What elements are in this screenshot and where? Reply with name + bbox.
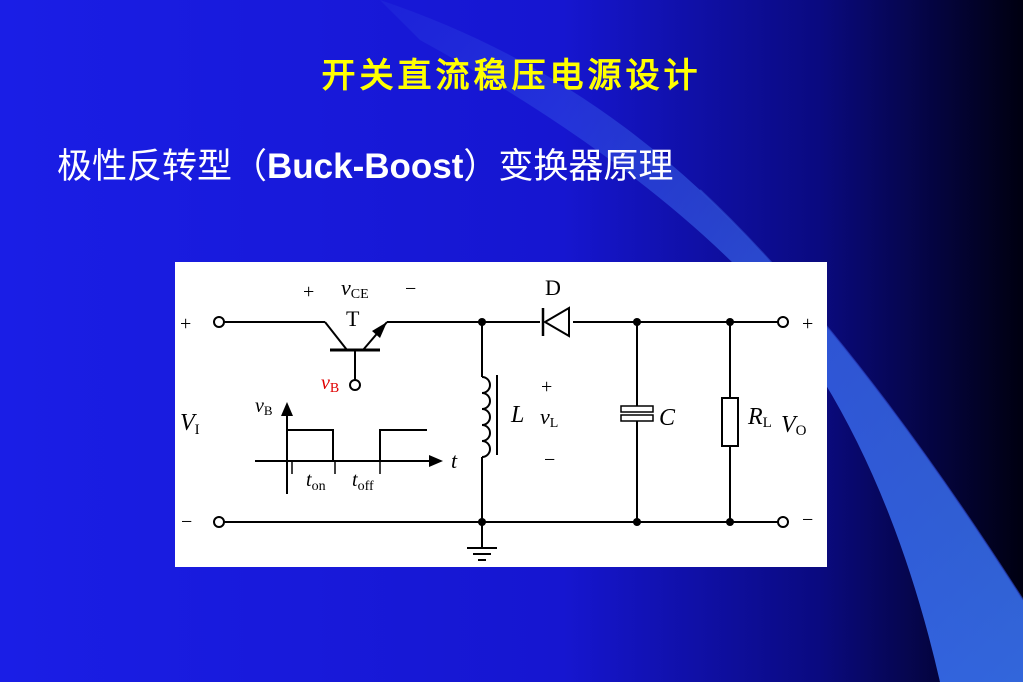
swoosh-edge <box>699 189 1023 601</box>
label-vce: vCE <box>341 275 369 302</box>
junction-bottom-res <box>726 518 734 526</box>
capacitor-plate-top <box>620 405 654 413</box>
label-minus-ce: − <box>405 278 416 300</box>
inductor-coil <box>481 376 491 458</box>
transistor-arrow-icon <box>372 322 387 338</box>
label-capacitor: C <box>659 405 676 431</box>
buck-boost-circuit-diagram: + − VI + − vCE T vB D L + − vL C RL VO +… <box>180 275 813 561</box>
label-minus-out: − <box>802 509 813 531</box>
label-plus-out: + <box>802 313 813 335</box>
capacitor-plate-bottom <box>620 414 654 422</box>
terminal-in-top <box>213 316 225 328</box>
subtitle-prefix: 极性反转型（ <box>57 147 268 187</box>
terminal-out-top <box>777 316 789 328</box>
label-minus-vl: − <box>544 449 555 471</box>
circuit-panel: + − VI + − vCE T vB D L + − vL C RL VO +… <box>175 262 827 567</box>
wave-arrow-x-icon <box>429 455 443 467</box>
junction-bottom-inductor <box>478 518 486 526</box>
junction-bottom-cap <box>633 518 641 526</box>
load-resistor <box>721 397 739 447</box>
label-transistor: T <box>346 306 360 331</box>
label-plus-ce: + <box>303 281 314 303</box>
diode-triangle <box>543 306 570 338</box>
junction-top-inductor <box>478 318 486 326</box>
terminal-base <box>349 379 361 391</box>
subtitle-english: Buck-Boost <box>267 147 464 186</box>
label-wave-t: t <box>451 448 458 473</box>
wave-arrow-y-icon <box>281 402 293 416</box>
light-swoosh <box>380 0 1023 682</box>
subtitle-suffix: ）变换器原理 <box>463 147 674 187</box>
junction-top-cap <box>633 318 641 326</box>
label-toff: toff <box>352 469 374 494</box>
label-plus-in: + <box>180 313 191 335</box>
label-minus-in: − <box>181 511 192 533</box>
label-ton: ton <box>306 469 326 494</box>
label-vl: vL <box>540 404 558 431</box>
transistor-collector <box>324 321 348 351</box>
terminal-out-bottom <box>777 516 789 528</box>
vb-square-wave <box>287 429 427 462</box>
label-rl: RL <box>747 404 772 431</box>
label-vin: VI <box>180 410 200 438</box>
label-vo: VO <box>781 412 807 439</box>
label-diode: D <box>545 275 561 300</box>
junction-top-res <box>726 318 734 326</box>
slide-title: 开关直流稳压电源设计 <box>321 56 702 96</box>
slide-subtitle: 极性反转型（Buck-Boost）变换器原理 <box>57 138 673 189</box>
label-inductor: L <box>510 402 524 428</box>
label-wave-vb: vB <box>255 395 273 418</box>
terminal-in-bottom <box>213 516 225 528</box>
label-plus-vl: + <box>541 376 552 398</box>
label-vb: vB <box>321 372 339 396</box>
